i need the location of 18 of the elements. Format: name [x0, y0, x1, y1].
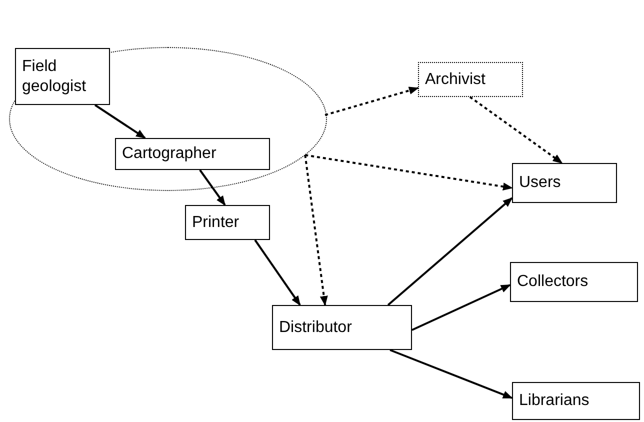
arrow — [254, 239, 301, 306]
role-box: Distributor — [272, 305, 412, 350]
arrow — [469, 96, 563, 164]
role-box: Collectors — [510, 262, 638, 302]
arrow — [304, 154, 328, 306]
arrow — [412, 284, 511, 331]
role-box: Librarians — [512, 382, 640, 420]
role-box: Archivist — [418, 62, 523, 97]
role-box: Printer — [185, 205, 270, 240]
arrow — [94, 104, 146, 139]
arrow — [324, 86, 419, 116]
role-box: Cartographer — [115, 138, 270, 170]
arrow — [199, 169, 226, 206]
arrow — [387, 197, 513, 306]
arrow — [390, 349, 513, 399]
arrow — [304, 154, 513, 191]
role-box: Field geologist — [15, 48, 110, 105]
role-box: Users — [512, 163, 617, 203]
